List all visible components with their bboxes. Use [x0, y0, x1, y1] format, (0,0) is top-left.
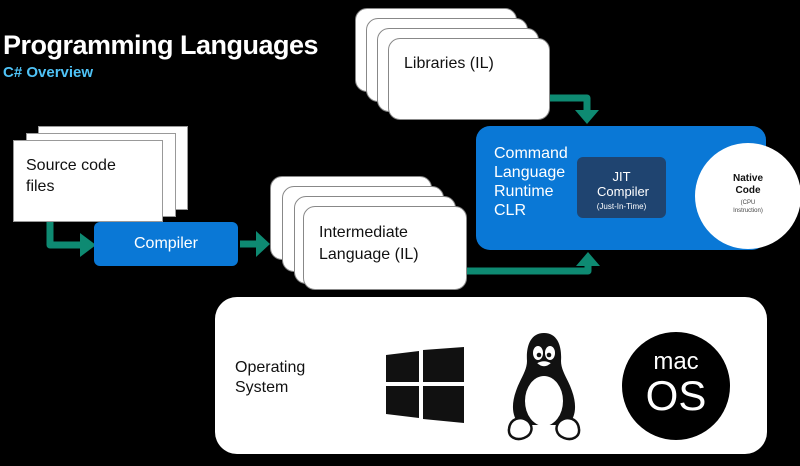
jit-compiler-sublabel: (Just-In-Time): [596, 202, 647, 211]
arrowhead: [80, 233, 96, 257]
jit-compiler-box: JIT Compiler (Just-In-Time): [577, 157, 666, 218]
libraries-card-front: [388, 38, 550, 120]
native-code-label: Native Code: [732, 173, 763, 196]
arrowhead: [575, 110, 599, 124]
arrowhead: [576, 252, 600, 266]
source-to-compiler-arrow: [46, 214, 82, 249]
macos-logo-icon: mac OS: [622, 332, 730, 440]
native-code-circle: Native Code (CPU Instruction): [695, 143, 800, 249]
operating-system-label: Operating System: [235, 359, 306, 396]
native-code-sublabel: (CPU Instruction): [733, 200, 763, 214]
jit-compiler-label: JIT Compiler: [597, 169, 650, 199]
source-files-label: Source code files: [26, 157, 116, 195]
il-label: Intermediate Language (IL): [319, 224, 419, 263]
il-to-clr-arrow: [466, 264, 592, 275]
linux-tux-icon: [507, 333, 581, 441]
libraries-label: Libraries (IL): [404, 55, 494, 72]
source-doc-front: [13, 140, 163, 222]
il-card-front: [303, 206, 467, 290]
libraries-to-clr-arrow: [548, 94, 591, 112]
windows-logo-icon: [386, 347, 464, 423]
arrowhead: [256, 231, 270, 257]
compiler-label: Compiler: [133, 235, 198, 252]
clr-label: Command Language Runtime CLR: [494, 145, 568, 219]
page-title: Programming Languages: [3, 30, 319, 60]
compiler-box: Compiler: [94, 222, 238, 266]
macos-logo-mac: mac: [653, 348, 699, 375]
macos-logo-os: OS: [645, 372, 707, 419]
page-subtitle: C# Overview: [3, 64, 94, 81]
